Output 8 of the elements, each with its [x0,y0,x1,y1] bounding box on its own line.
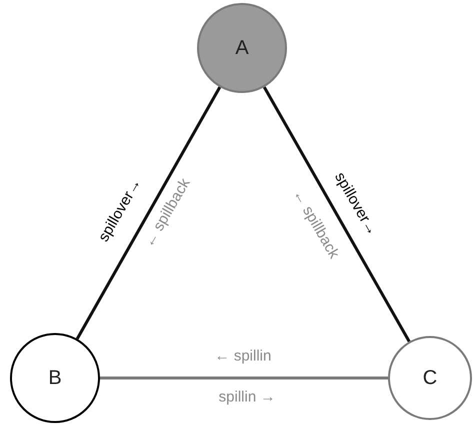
connector-line [76,86,222,340]
node-label: C [422,366,438,391]
connector-line [100,376,388,380]
connector-line [262,86,411,342]
node-label: A [235,36,249,61]
edge-label: ← spillin [214,348,272,364]
node-label: B [48,366,62,391]
flow-label: spillin → [218,390,276,404]
